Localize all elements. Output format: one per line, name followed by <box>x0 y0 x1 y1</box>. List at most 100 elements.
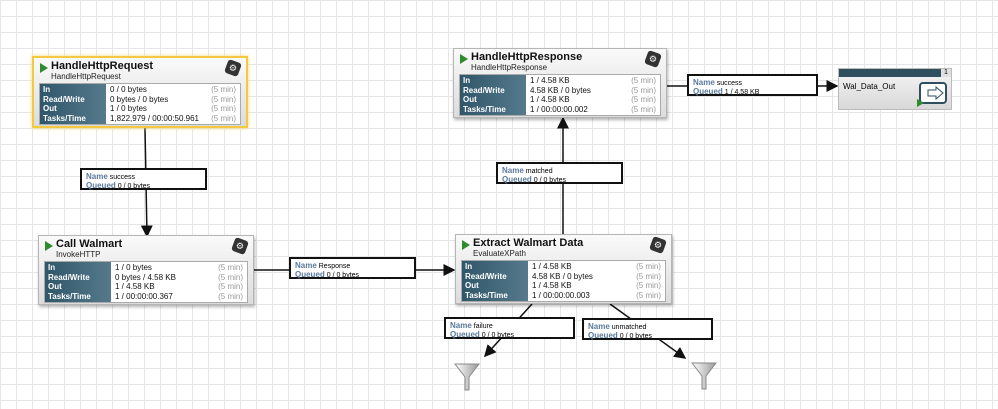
processor-type: HandleHttpRequest <box>51 72 121 81</box>
running-icon <box>45 241 53 251</box>
output-port-icon <box>919 82 947 104</box>
stat-rw: 4.58 KB / 0 bytes <box>530 85 591 95</box>
period: (5 min) <box>636 290 661 300</box>
stat-out: 1 / 4.58 KB <box>530 95 570 104</box>
queued-label: Queued <box>450 330 480 339</box>
connection-queued: 0 / 0 bytes <box>326 272 360 279</box>
queued-label: Queued <box>588 331 618 340</box>
processor-type: InvokeHTTP <box>56 250 101 259</box>
running-icon <box>40 63 48 73</box>
label-in: In <box>463 76 471 85</box>
processor-icon: ⚙ <box>649 236 667 254</box>
connection-queued: 0 / 0 bytes <box>533 177 567 184</box>
stat-rw: 0 bytes / 0 bytes <box>110 94 169 104</box>
period: (5 min) <box>218 291 243 301</box>
stat-in: 0 / 0 bytes <box>110 85 147 94</box>
label-tasks: Tasks/Time <box>463 104 506 114</box>
connection-name: matched <box>525 168 553 175</box>
label-out: Out <box>43 104 57 113</box>
period: (5 min) <box>636 281 661 290</box>
label-in: In <box>48 263 56 272</box>
name-label: Name <box>86 172 108 181</box>
connection-name: unmatched <box>611 324 647 331</box>
stat-out: 1 / 0 bytes <box>110 104 147 113</box>
stat-rw: 4.58 KB / 0 bytes <box>532 271 593 281</box>
stat-tasks: 1 / 00:00:00.003 <box>532 290 590 300</box>
connection-queued: 0 / 0 bytes <box>619 333 653 340</box>
processor-icon: ⚙ <box>644 50 662 68</box>
label-tasks: Tasks/Time <box>465 290 508 300</box>
connection-queued: 0 / 0 bytes <box>117 183 151 190</box>
period: (5 min) <box>211 113 236 123</box>
connection-name: failure <box>473 323 493 330</box>
stat-rw: 0 bytes / 4.58 KB <box>115 272 176 282</box>
label-rw: Read/Write <box>463 85 505 95</box>
queued-label: Queued <box>502 175 532 184</box>
connection-name: Response <box>318 263 351 270</box>
period: (5 min) <box>631 104 656 114</box>
stat-out: 1 / 4.58 KB <box>532 281 572 290</box>
processor-name: HandleHttpResponse <box>471 51 583 63</box>
processor-type: HandleHttpResponse <box>471 63 548 72</box>
label-out: Out <box>48 282 62 291</box>
running-icon <box>917 99 924 107</box>
funnel-icon[interactable] <box>691 361 717 391</box>
period: (5 min) <box>218 263 243 272</box>
processor-name: HandleHttpRequest <box>51 60 154 72</box>
label-tasks: Tasks/Time <box>48 291 91 301</box>
running-icon <box>460 54 468 64</box>
connection-queued: 1 / 4.58 KB <box>724 89 760 96</box>
label-out: Out <box>465 281 479 290</box>
processor-type: EvaluateXPath <box>473 249 526 258</box>
period: (5 min) <box>636 271 661 281</box>
label-rw: Read/Write <box>48 272 90 282</box>
name-label: Name <box>588 322 610 331</box>
period: (5 min) <box>211 85 236 94</box>
connection-queued: 0 / 0 bytes <box>481 332 515 339</box>
processor-name: Call Walmart <box>56 238 123 250</box>
stat-in: 1 / 4.58 KB <box>532 262 572 271</box>
stat-tasks: 1 / 00:00:00.002 <box>530 104 588 114</box>
connection-name: success <box>109 174 136 181</box>
processor-handlehttpresponse[interactable]: HandleHttpResponse HandleHttpResponse ⚙ … <box>453 48 667 118</box>
port-name: Wal_Data_Out <box>843 82 896 91</box>
stat-in: 1 / 4.58 KB <box>530 76 570 85</box>
processor-handlehttprequest[interactable]: HandleHttpRequest HandleHttpRequest ⚙ In… <box>32 56 248 128</box>
period: (5 min) <box>631 95 656 104</box>
processor-icon: ⚙ <box>231 237 249 255</box>
label-in: In <box>43 85 51 94</box>
period: (5 min) <box>218 272 243 282</box>
funnel-icon[interactable] <box>454 362 480 392</box>
period: (5 min) <box>211 94 236 104</box>
label-in: In <box>465 262 473 271</box>
period: (5 min) <box>211 104 236 113</box>
output-port-wal-data-out[interactable]: 1 Wal_Data_Out <box>838 68 952 110</box>
name-label: Name <box>502 166 524 175</box>
stat-tasks: 1,822,979 / 00:00:50.961 <box>110 113 199 123</box>
processor-name: Extract Walmart Data <box>473 237 584 249</box>
running-icon <box>462 240 470 250</box>
name-label: Name <box>693 78 715 87</box>
stat-in: 1 / 0 bytes <box>115 263 152 272</box>
stat-tasks: 1 / 00:00:00.367 <box>115 291 173 301</box>
queued-label: Queued <box>295 270 325 279</box>
label-rw: Read/Write <box>43 94 85 104</box>
period: (5 min) <box>218 282 243 291</box>
label-rw: Read/Write <box>465 271 507 281</box>
processor-icon: ⚙ <box>224 59 242 77</box>
port-count: 1 <box>941 69 951 77</box>
queued-label: Queued <box>693 87 723 96</box>
period: (5 min) <box>631 85 656 95</box>
connection-name: success <box>716 80 743 87</box>
